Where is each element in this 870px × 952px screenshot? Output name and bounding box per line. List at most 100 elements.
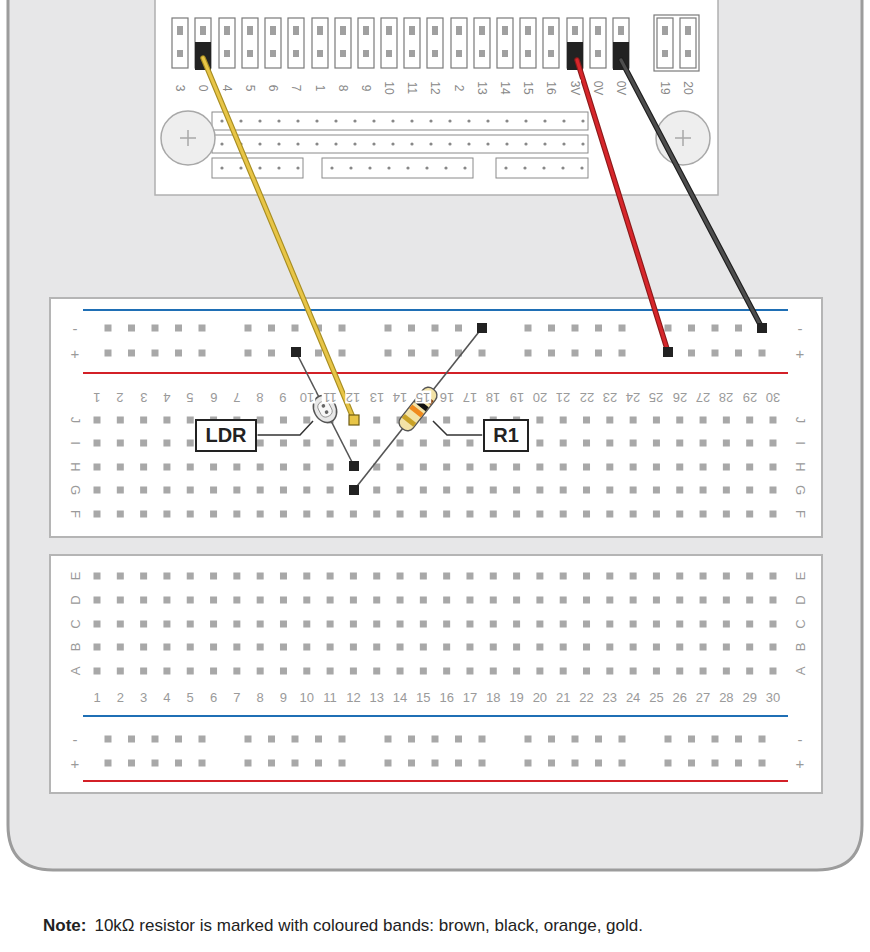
label-text: LDR: [205, 424, 246, 447]
breadboard-hole: [280, 440, 287, 447]
controller-board: [155, 0, 718, 195]
breadboard-hole: [665, 736, 672, 743]
connector-dot: [277, 142, 280, 145]
breadboard-hole: [653, 487, 660, 494]
breadboard-hole: [630, 573, 637, 580]
breadboard-hole: [572, 736, 579, 743]
breadboard-hole: [688, 325, 695, 332]
breadboard-hole: [105, 736, 112, 743]
breadboard-hole: [327, 597, 334, 604]
breadboard-hole: [163, 621, 170, 628]
breadboard-hole: [303, 487, 310, 494]
breadboard-hole: [280, 487, 287, 494]
column-number: 8: [256, 391, 265, 404]
breadboard-hole: [560, 573, 567, 580]
breadboard-hole: [676, 440, 683, 447]
breadboard-hole: [94, 573, 101, 580]
rail-marker: -: [797, 321, 804, 336]
column-number: 2: [116, 391, 125, 404]
breadboard-hole: [700, 597, 707, 604]
breadboard-hole: [525, 760, 532, 767]
rail-marker: -: [72, 732, 79, 747]
breadboard-hole: [513, 597, 520, 604]
column-number: 5: [186, 391, 195, 404]
ldr-contact: [321, 403, 326, 408]
pin-label: 20: [682, 80, 694, 95]
connector-dot: [277, 166, 280, 169]
breadboard-hole: [94, 464, 101, 471]
components: [291, 323, 767, 495]
connector-dot: [315, 119, 318, 122]
breadboard-hole: [653, 573, 660, 580]
pin-slot: [409, 26, 415, 35]
pin-label: 0: [197, 84, 209, 93]
breadboard-hole: [466, 464, 473, 471]
breadboard-hole: [560, 417, 567, 424]
breadboard-hole: [339, 350, 346, 357]
breadboard-hole: [443, 621, 450, 628]
breadboard-hole: [536, 573, 543, 580]
pin-slot: [525, 50, 531, 57]
pin-label: 0V: [615, 80, 627, 97]
breadboard-hole: [140, 573, 147, 580]
breadboard-hole: [619, 325, 626, 332]
pin-slot: [685, 26, 691, 35]
breadboard-hole: [280, 668, 287, 675]
connector-dot: [429, 142, 432, 145]
breadboard-hole: [676, 487, 683, 494]
breadboard-hole: [455, 760, 462, 767]
breadboard-half: [50, 555, 822, 793]
breadboard-hole: [233, 644, 240, 651]
resistor-lead: [354, 328, 482, 490]
breadboard-hole: [630, 417, 637, 424]
breadboard-hole: [688, 760, 695, 767]
column-number: 29: [741, 691, 757, 704]
breadboard-hole: [723, 644, 730, 651]
breadboard-hole: [572, 350, 579, 357]
breadboard-hole: [443, 573, 450, 580]
wire-end: [349, 415, 359, 425]
breadboard-hole: [128, 760, 135, 767]
breadboard-hole: [420, 440, 427, 447]
breadboard-hole: [280, 621, 287, 628]
header-pin: [474, 18, 490, 68]
connector-dot: [406, 166, 409, 169]
breadboard-hole: [583, 511, 590, 518]
breadboard-hole: [257, 668, 264, 675]
pin-slot: [548, 26, 554, 35]
breadboard-hole: [676, 644, 683, 651]
breadboard-hole: [746, 668, 753, 675]
connector-dot: [372, 142, 375, 145]
breadboard-hole: [595, 350, 602, 357]
column-number: 25: [648, 391, 664, 404]
pin-slot: [317, 50, 323, 57]
connector-dot: [349, 166, 352, 169]
breadboard-hole: [175, 760, 182, 767]
breadboard-hole: [712, 325, 719, 332]
breadboard-hole: [339, 736, 346, 743]
connector-dot: [505, 119, 508, 122]
breadboard-hole: [700, 644, 707, 651]
breadboard-hole: [583, 487, 590, 494]
column-number: 7: [232, 691, 241, 704]
breadboard-hole: [327, 440, 334, 447]
breadboard-hole: [187, 511, 194, 518]
column-number: 19: [508, 691, 524, 704]
breadboard-hole: [466, 440, 473, 447]
breadboard-hole: [350, 573, 357, 580]
connector-dot: [368, 166, 371, 169]
header-pin: [172, 18, 188, 68]
column-number: 20: [532, 691, 548, 704]
breadboard-hole: [700, 668, 707, 675]
breadboard-hole: [327, 644, 334, 651]
breadboard-hole: [536, 417, 543, 424]
breadboard-hole: [397, 597, 404, 604]
column-number: 6: [209, 691, 218, 704]
row-letter: B: [69, 642, 82, 653]
mounting-cross: [675, 130, 691, 146]
mounting-hole: [161, 111, 215, 165]
breadboard-hole: [548, 325, 555, 332]
breadboard-hole: [210, 644, 217, 651]
breadboard-hole: [420, 597, 427, 604]
